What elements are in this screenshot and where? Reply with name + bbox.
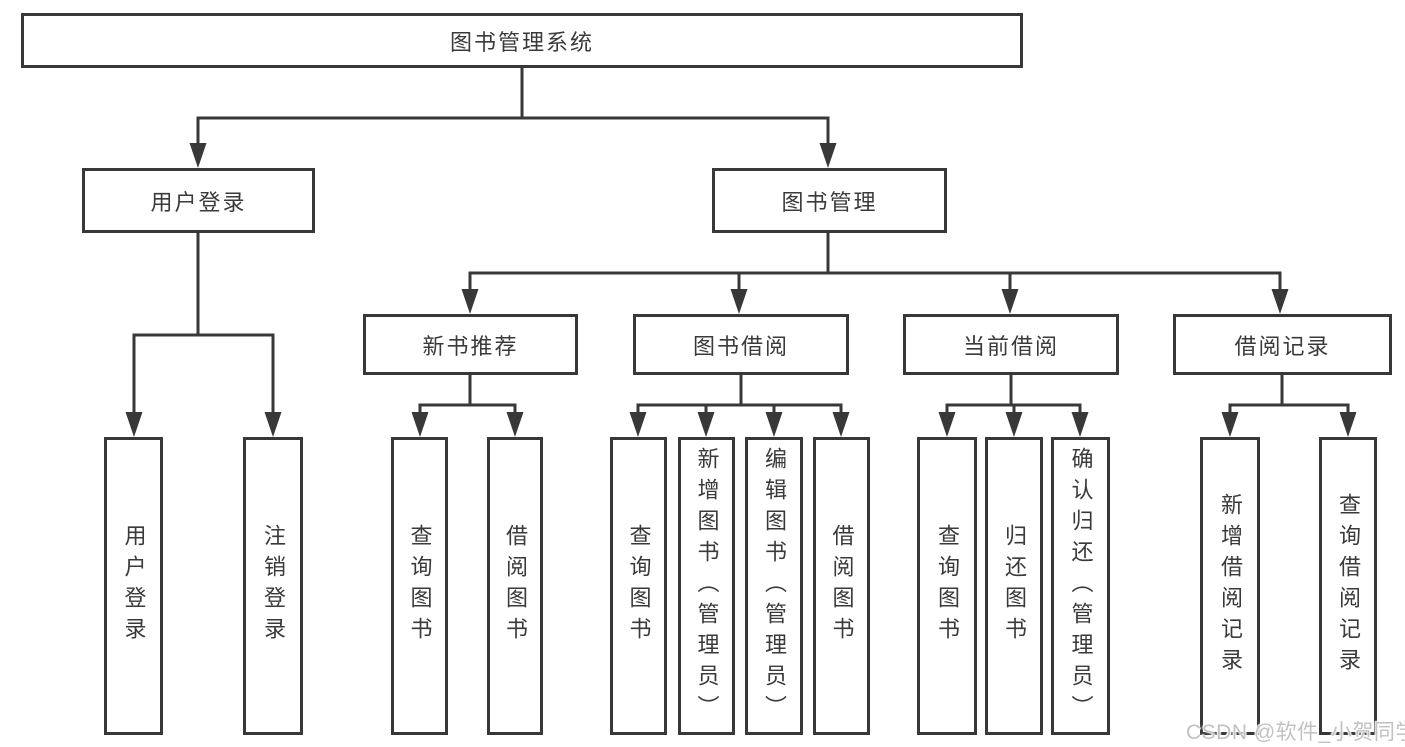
leaf-edit-books-admin: 编辑图书（管理员）: [745, 437, 803, 735]
leaf-label: 查询借阅记录: [1336, 493, 1361, 679]
leaf-label: 查询图书: [626, 524, 652, 648]
node-user-login: 用户登录: [82, 168, 315, 233]
leaf-add-books-admin: 新增图书（管理员）: [678, 437, 735, 735]
leaf-label: 归还图书: [1002, 524, 1027, 648]
leaf-label: 借阅图书: [829, 524, 855, 648]
leaf-borrow-books: 借阅图书: [813, 437, 870, 735]
leaf-query-borrow-record: 查询借阅记录: [1319, 437, 1377, 735]
leaf-label: 注销登录: [261, 524, 286, 648]
leaf-label: 确认归还（管理员）: [1068, 446, 1094, 726]
leaf-logout: 注销登录: [243, 437, 303, 735]
leaf-label: 新增借阅记录: [1218, 493, 1243, 679]
node-current-borrow: 当前借阅: [903, 314, 1119, 375]
node-book-management: 图书管理: [712, 168, 947, 233]
leaf-label: 编辑图书（管理员）: [762, 446, 787, 726]
node-new-book-recommend: 新书推荐: [363, 314, 578, 375]
node-borrow-records: 借阅记录: [1173, 314, 1392, 375]
leaf-confirm-return-admin: 确认归还（管理员）: [1051, 437, 1110, 735]
leaf-label: 新增图书（管理员）: [694, 446, 720, 726]
node-book-borrow: 图书借阅: [633, 314, 849, 375]
leaf-user-login: 用户登录: [104, 437, 163, 735]
csdn-watermark: CSDN @软件_小贺同学: [1186, 721, 1405, 744]
leaf-query-books-recommend: 查询图书: [391, 437, 448, 735]
node-root-book-management-system: 图书管理系统: [21, 13, 1023, 68]
leaf-return-books: 归还图书: [985, 437, 1043, 735]
leaf-label: 用户登录: [121, 524, 147, 648]
leaf-borrow-books-recommend: 借阅图书: [487, 437, 543, 735]
leaf-add-borrow-record: 新增借阅记录: [1200, 437, 1260, 735]
leaf-label: 查询图书: [935, 524, 960, 648]
leaf-query-books-current: 查询图书: [917, 437, 977, 735]
leaf-query-books-borrow: 查询图书: [610, 437, 667, 735]
leaf-label: 查询图书: [407, 524, 433, 648]
leaf-label: 借阅图书: [503, 524, 528, 648]
